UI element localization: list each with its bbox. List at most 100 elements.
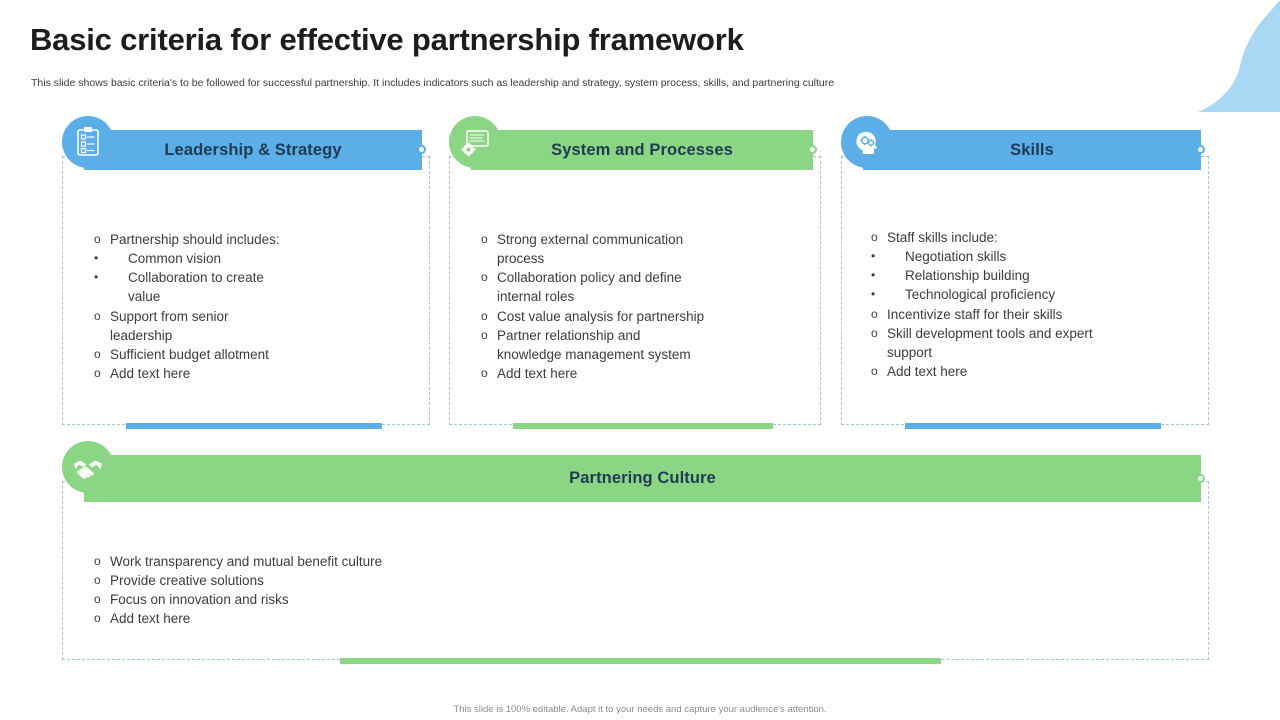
head-gears-icon bbox=[841, 116, 893, 168]
list-item: o Support from senior leadership bbox=[94, 307, 404, 345]
list-item: o Focus on innovation and risks bbox=[94, 590, 1179, 609]
list-item: o Collaboration policy and define intern… bbox=[481, 268, 791, 306]
card-list-leadership-and-strategy: o Partnership should includes: • Common … bbox=[94, 230, 404, 383]
card-accent-bar bbox=[126, 423, 382, 429]
list-item: • Relationship building bbox=[871, 266, 1187, 285]
list-marker: o bbox=[94, 611, 101, 626]
card-accent-bar bbox=[513, 423, 773, 429]
card-body-background bbox=[84, 175, 408, 415]
card-header-leadership-and-strategy[interactable]: Leadership & Strategy bbox=[84, 130, 426, 170]
card-title: System and Processes bbox=[551, 140, 733, 159]
list-text: Add text here bbox=[110, 366, 191, 382]
list-item: o Sufficient budget allotment bbox=[94, 345, 404, 364]
list-text: Cost value analysis for partnership bbox=[497, 308, 705, 324]
list-item: o Provide creative solutions bbox=[94, 571, 1179, 590]
list-item: o Strong external communication process bbox=[481, 230, 791, 268]
list-marker: o bbox=[94, 346, 101, 361]
list-text: Negotiation skills bbox=[905, 249, 1007, 265]
list-text: Skill development tools and expert suppo… bbox=[887, 325, 1093, 360]
list-marker: o bbox=[94, 232, 101, 246]
handshake-icon bbox=[62, 441, 114, 493]
list-item: o Work transparency and mutual benefit c… bbox=[94, 552, 1179, 571]
card-body-background bbox=[84, 500, 1187, 650]
card-list-skills: o Staff skills include: • Negotiation sk… bbox=[871, 228, 1187, 381]
list-marker: o bbox=[481, 366, 488, 381]
card-leadership-and-strategy[interactable]: Leadership & Strategy o Partnership shou… bbox=[62, 116, 430, 429]
connector-dot bbox=[1196, 474, 1205, 483]
card-title: Skills bbox=[1010, 140, 1054, 159]
list-marker: o bbox=[871, 230, 878, 244]
list-marker: • bbox=[94, 251, 99, 266]
card-header-partnering-culture[interactable]: Partnering Culture bbox=[84, 455, 1205, 502]
list-item: • Technological proficiency bbox=[871, 285, 1187, 304]
list-text: Collaboration policy and define internal… bbox=[497, 270, 682, 305]
list-marker: o bbox=[481, 270, 488, 285]
list-item: • Collaboration to create value bbox=[94, 268, 404, 306]
connector-dot bbox=[808, 145, 817, 154]
list-item: o Add text here bbox=[94, 609, 1179, 628]
list-text: Collaboration to create value bbox=[128, 270, 264, 305]
list-item: o Staff skills include: bbox=[871, 228, 1187, 247]
page-subtitle: This slide shows basic criteria's to be … bbox=[31, 77, 835, 89]
list-text: Strong external communication process bbox=[497, 232, 684, 267]
list-text: Focus on innovation and risks bbox=[110, 592, 289, 608]
list-marker: • bbox=[871, 249, 876, 264]
list-marker: o bbox=[871, 325, 878, 340]
list-text: Relationship building bbox=[905, 268, 1030, 284]
list-item: o Partner relationship and knowledge man… bbox=[481, 326, 791, 364]
list-text: Incentivize staff for their skills bbox=[887, 306, 1063, 322]
list-text: Add text here bbox=[110, 611, 191, 627]
list-marker: o bbox=[481, 327, 488, 342]
card-skills[interactable]: Skills o Staff skills include: bbox=[841, 116, 1209, 429]
list-marker: • bbox=[871, 287, 876, 302]
clipboard-checklist-icon bbox=[62, 116, 114, 168]
list-item: o Skill development tools and expert sup… bbox=[871, 324, 1187, 362]
list-marker: • bbox=[94, 270, 99, 285]
list-marker: o bbox=[481, 308, 488, 323]
list-marker: o bbox=[481, 232, 488, 246]
list-text: Work transparency and mutual benefit cul… bbox=[110, 554, 383, 569]
monitor-gear-icon bbox=[449, 116, 501, 168]
list-text: Sufficient budget allotment bbox=[110, 346, 269, 362]
list-item: o Add text here bbox=[871, 362, 1187, 381]
list-marker: o bbox=[94, 366, 101, 381]
list-text: Staff skills include: bbox=[887, 230, 998, 245]
list-item: • Common vision bbox=[94, 249, 404, 268]
card-accent-bar bbox=[340, 658, 941, 664]
card-list-system-and-processes: o Strong external communication process … bbox=[481, 230, 791, 383]
card-body-background bbox=[471, 175, 799, 415]
list-text: Add text here bbox=[497, 366, 578, 382]
list-item: o Add text here bbox=[481, 364, 791, 383]
list-text: Add text here bbox=[887, 364, 968, 380]
list-text: Partner relationship and knowledge manag… bbox=[497, 327, 691, 362]
card-header-system-and-processes[interactable]: System and Processes bbox=[471, 130, 817, 170]
list-marker: o bbox=[94, 554, 101, 568]
list-text: Provide creative solutions bbox=[110, 573, 264, 589]
card-title: Partnering Culture bbox=[569, 469, 716, 487]
card-header-skills[interactable]: Skills bbox=[863, 130, 1205, 170]
list-marker: o bbox=[94, 308, 101, 323]
footer-note: This slide is 100% editable. Adapt it to… bbox=[453, 704, 827, 715]
list-text: Technological proficiency bbox=[905, 287, 1056, 303]
list-marker: o bbox=[94, 573, 101, 588]
list-marker: o bbox=[94, 592, 101, 607]
list-item: o Incentivize staff for their skills bbox=[871, 305, 1187, 324]
card-partnering-culture[interactable]: Partnering Culture o Work transparency a… bbox=[62, 441, 1209, 664]
list-item: o Partnership should includes: bbox=[94, 230, 404, 249]
page-title: Basic criteria for effective partnership… bbox=[30, 22, 744, 57]
card-body-background bbox=[863, 175, 1187, 415]
list-text: Common vision bbox=[128, 251, 222, 267]
card-accent-bar bbox=[905, 423, 1161, 429]
list-item: o Add text here bbox=[94, 364, 404, 383]
connector-dot bbox=[1196, 145, 1205, 154]
list-marker: o bbox=[871, 364, 878, 379]
card-system-and-processes[interactable]: System and Processes bbox=[449, 116, 821, 429]
list-marker: • bbox=[871, 268, 876, 283]
decorative-blob bbox=[1170, 0, 1280, 112]
list-text: Partnership should includes: bbox=[110, 232, 280, 247]
card-list-partnering-culture: o Work transparency and mutual benefit c… bbox=[94, 552, 1179, 629]
card-title: Leadership & Strategy bbox=[164, 140, 342, 159]
list-text: Support from senior leadership bbox=[110, 308, 229, 343]
connector-dot bbox=[417, 145, 426, 154]
list-marker: o bbox=[871, 306, 878, 321]
